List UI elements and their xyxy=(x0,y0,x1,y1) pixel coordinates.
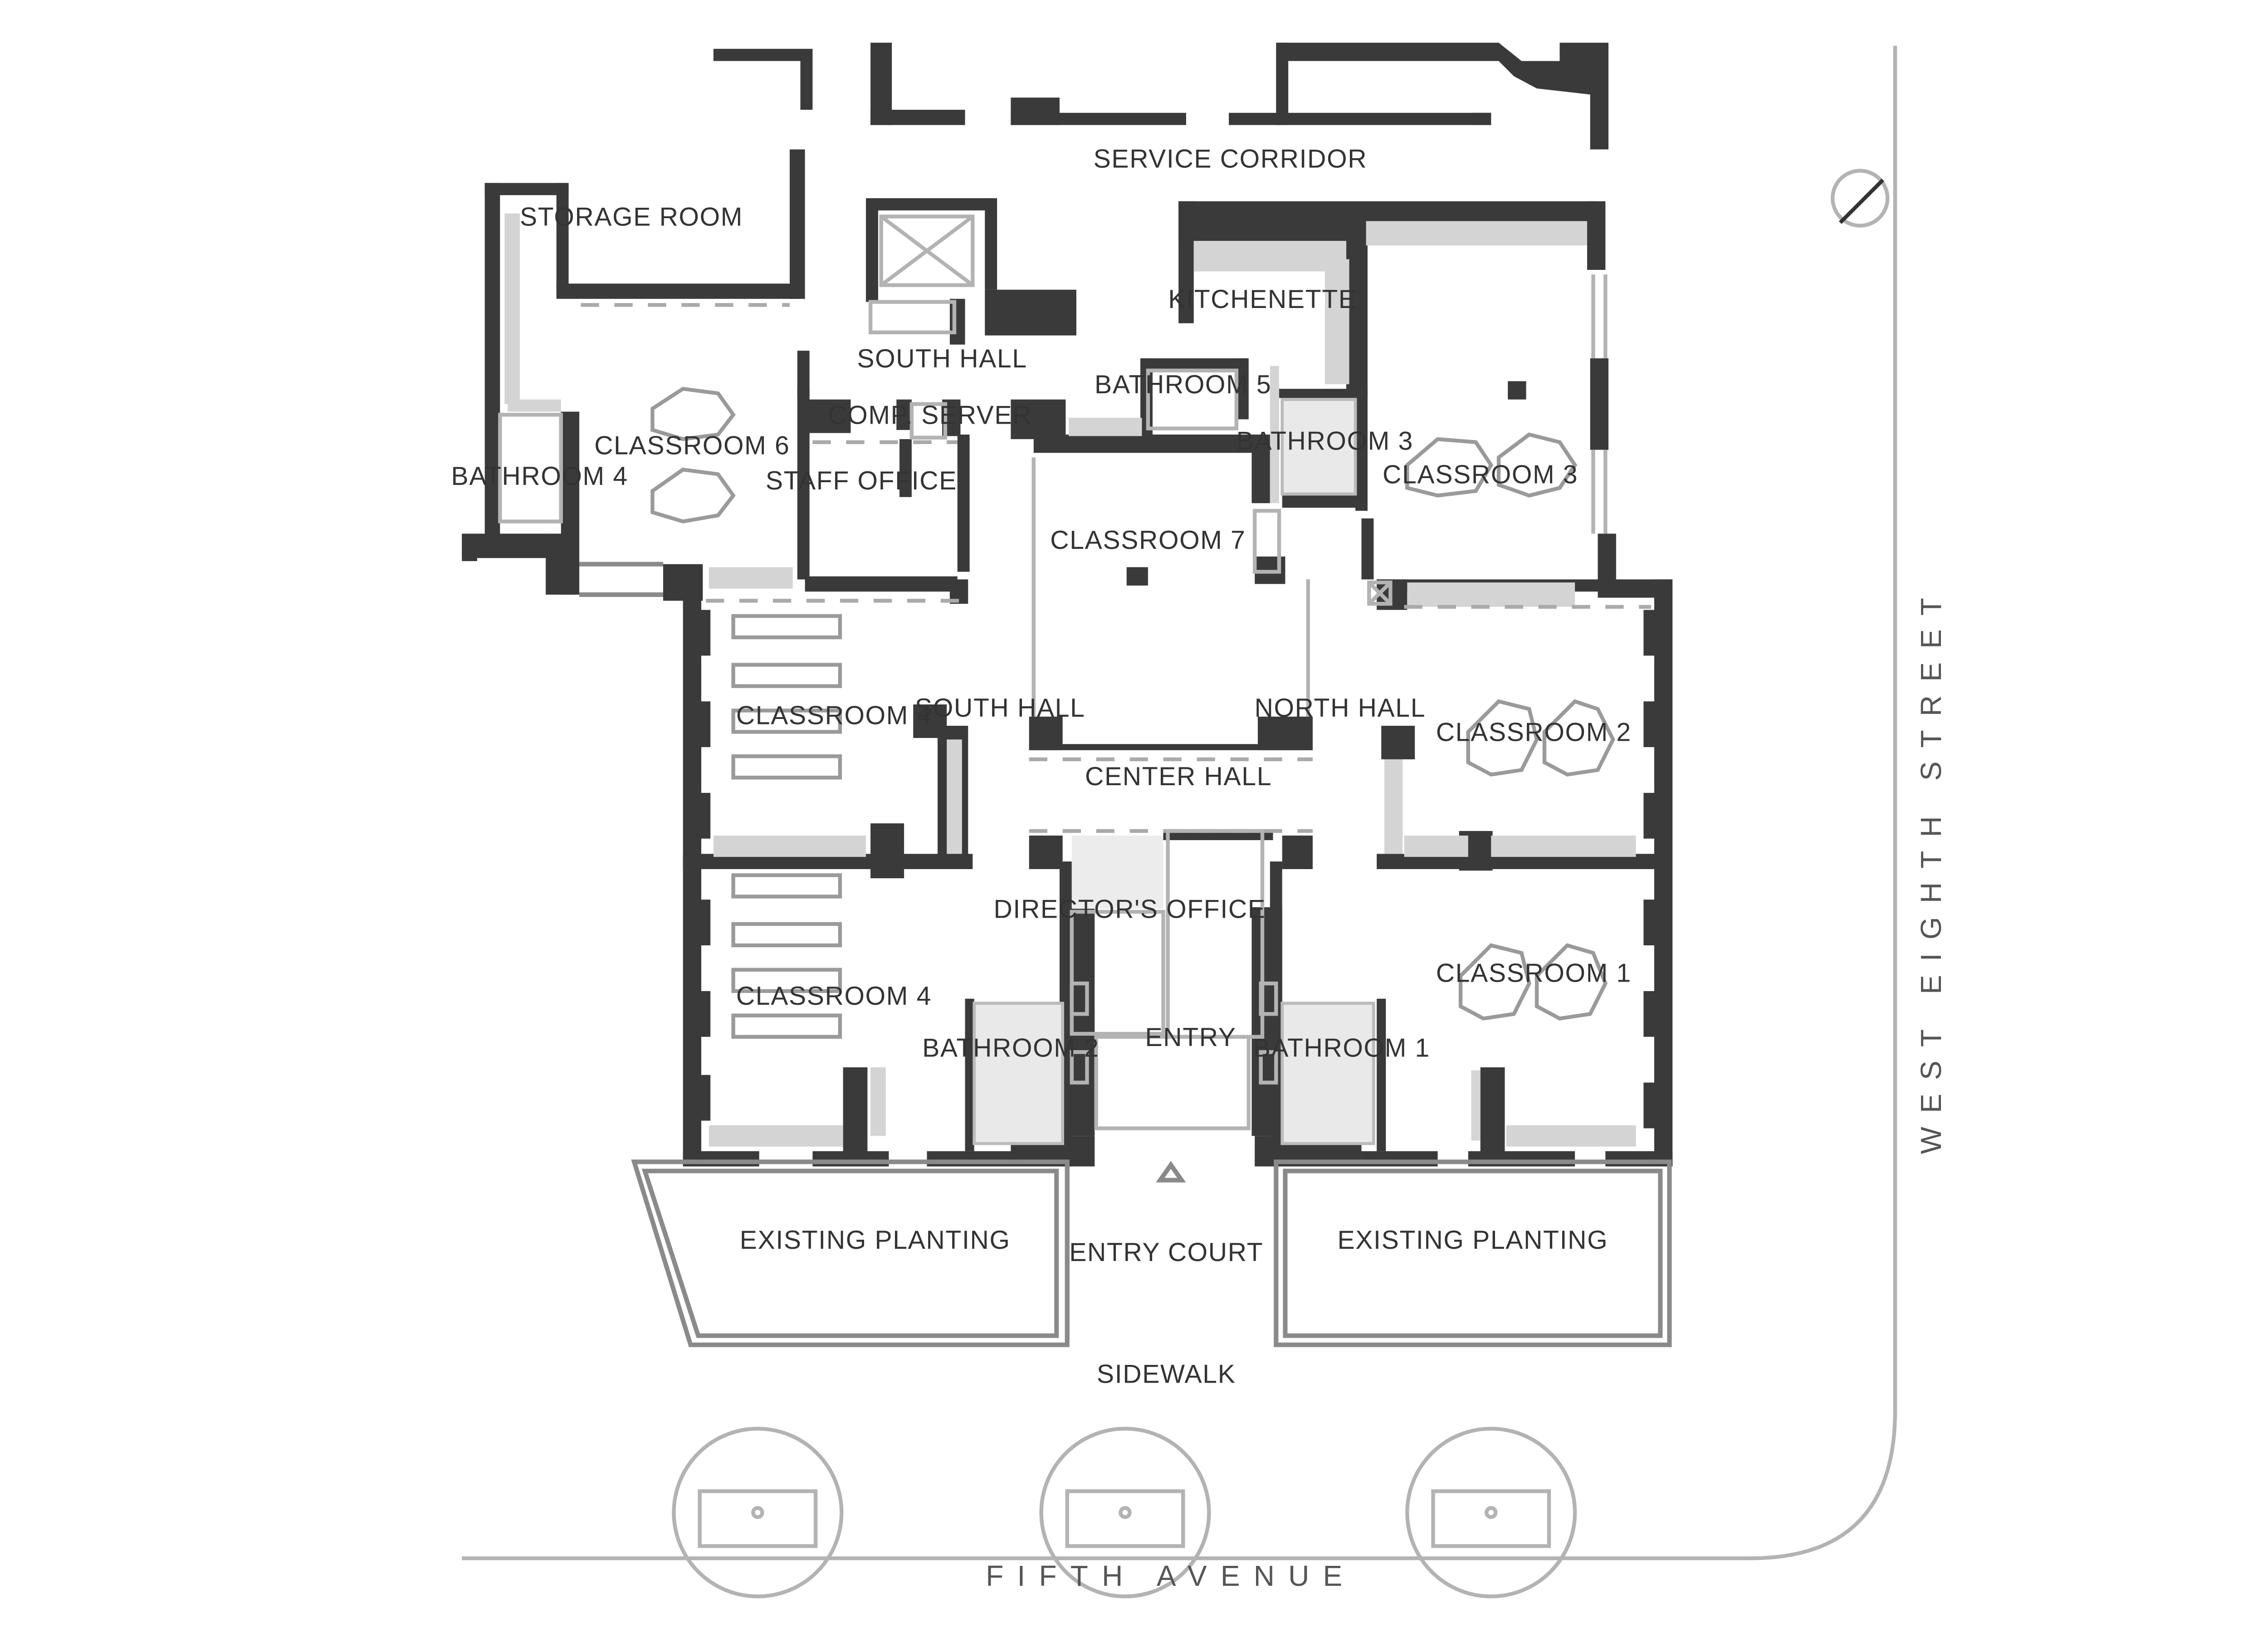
north-arrow-icon xyxy=(1830,169,1890,228)
label-classroom-3: CLASSROOM 3 xyxy=(1383,460,1578,489)
label-entry-court: ENTRY COURT xyxy=(1069,1238,1263,1267)
label-directors-office: DIRECTOR'S OFFICE xyxy=(993,895,1266,924)
label-center-hall: CENTER HALL xyxy=(1085,762,1272,791)
label-kitchenette: KITCHENETTE xyxy=(1168,285,1356,314)
bathroom-tile xyxy=(973,398,1375,1145)
label-staff-office: STAFF OFFICE xyxy=(766,466,957,495)
label-bathroom-3: BATHROOM 3 xyxy=(1237,427,1413,456)
counters xyxy=(504,213,1636,1147)
furniture xyxy=(650,381,1615,1039)
label-classroom-4-upper: CLASSROOM 4 xyxy=(736,701,932,730)
label-entry: ENTRY xyxy=(1145,1023,1237,1052)
site-elements xyxy=(462,45,1897,1599)
label-north-hall: NORTH HALL xyxy=(1255,694,1426,723)
label-west-eighth-street: WEST EIGHTH STREET xyxy=(1915,584,1947,1154)
label-storage-room: STORAGE ROOM xyxy=(520,202,743,231)
thin-lines xyxy=(498,215,1652,1130)
label-bathroom-1: BATHROOM 1 xyxy=(1253,1033,1430,1062)
label-classroom-2: CLASSROOM 2 xyxy=(1436,718,1632,747)
label-service-corridor: SERVICE CORRIDOR xyxy=(1094,145,1368,174)
label-existing-planting-left: EXISTING PLANTING xyxy=(740,1226,1011,1255)
label-comp-server: COMP. SERVER xyxy=(828,401,1032,430)
street-labels: FIFTH AVENUE WEST EIGHTH STREET xyxy=(986,584,1947,1592)
label-classroom-6: CLASSROOM 6 xyxy=(594,431,790,460)
label-existing-planting-right: EXISTING PLANTING xyxy=(1337,1226,1608,1255)
label-bathroom-2: BATHROOM 2 xyxy=(922,1033,1099,1062)
room-labels: SERVICE CORRIDOR STORAGE ROOM CLASSROOM … xyxy=(451,145,1632,1389)
label-bathroom-4: BATHROOM 4 xyxy=(451,462,628,491)
service-corridor-walls xyxy=(713,43,1609,150)
label-sidewalk: SIDEWALK xyxy=(1097,1360,1236,1389)
label-classroom-7: CLASSROOM 7 xyxy=(1050,526,1246,555)
label-south-hall-top: SOUTH HALL xyxy=(857,344,1027,373)
label-classroom-4-lower: CLASSROOM 4 xyxy=(736,982,932,1011)
label-bathroom-5: BATHROOM 5 xyxy=(1095,370,1271,399)
label-south-hall: SOUTH HALL xyxy=(915,694,1085,723)
label-classroom-1: CLASSROOM 1 xyxy=(1436,959,1632,988)
label-fifth-avenue: FIFTH AVENUE xyxy=(986,1560,1356,1592)
